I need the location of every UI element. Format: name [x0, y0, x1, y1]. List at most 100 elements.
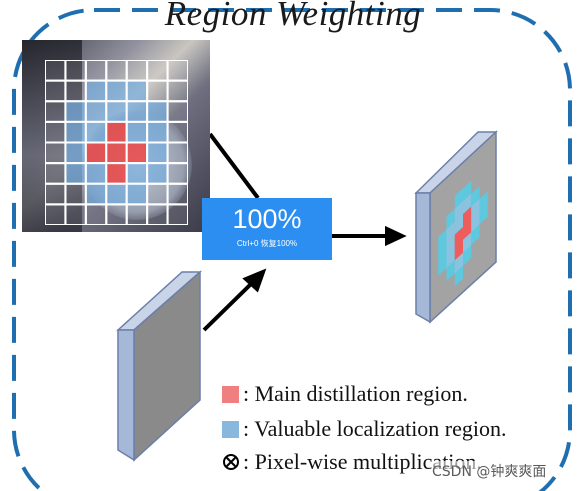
grid-cell	[84, 203, 108, 225]
weight-cell-cyan	[438, 229, 447, 250]
grid-cell-valuable	[84, 100, 108, 123]
weight-cell-cyan	[471, 185, 480, 207]
weight-cell-blue	[446, 247, 455, 269]
grid-cell	[166, 141, 188, 165]
arrow-feature-head	[242, 268, 267, 293]
grid-cell	[64, 60, 87, 82]
grid-cell	[166, 79, 188, 103]
grid-cell	[64, 79, 87, 103]
figure-title: Region Weighting	[164, 0, 422, 33]
output-feature-map	[414, 130, 498, 324]
grid-cell	[64, 182, 87, 206]
grid-cell-main	[105, 141, 128, 165]
grid-cell-main	[125, 141, 149, 165]
weight-cell-cyan	[446, 208, 455, 230]
dashed-frame	[12, 8, 572, 491]
grid-cell-valuable	[84, 182, 108, 206]
grid-cell	[45, 60, 67, 82]
grid-cell	[166, 100, 188, 123]
grid-cell-valuable	[125, 182, 149, 206]
grid-cell-main	[84, 141, 108, 165]
weight-cell-blue	[471, 198, 480, 220]
grid-cell-valuable	[146, 100, 169, 123]
grid-cell	[166, 182, 188, 206]
grid-cell	[45, 100, 67, 123]
arrows	[202, 132, 407, 332]
blue-swatch-icon	[222, 420, 239, 438]
weight-cell-blue	[446, 234, 455, 256]
grid-cell	[45, 141, 67, 165]
grid-cell	[166, 60, 188, 82]
grid-cell-valuable	[125, 120, 149, 144]
grid-cell-valuable	[84, 79, 108, 103]
grid-cell-valuable	[146, 162, 169, 185]
grid-cell-valuable	[125, 162, 149, 185]
grid-cell	[45, 79, 67, 103]
grid-cell	[125, 60, 149, 82]
grid-cell	[146, 60, 169, 82]
region-grid-overlay	[45, 60, 188, 225]
grid-cell	[146, 203, 169, 225]
weight-cell-blue	[454, 252, 463, 274]
weight-cell-cyan	[479, 191, 488, 212]
weight-cell-cyan	[446, 260, 455, 281]
grid-cell	[84, 60, 108, 82]
grid-cell-valuable	[105, 100, 128, 123]
weight-cell-blue	[471, 211, 480, 233]
weight-cell-cyan	[479, 204, 488, 225]
weight-cell-red	[463, 219, 472, 240]
input-feature-map	[116, 270, 202, 462]
grid-cell	[125, 203, 149, 225]
weight-cell-blue	[446, 221, 455, 243]
grid-cell-valuable	[64, 120, 87, 144]
grid-cell	[45, 203, 67, 225]
weight-cell-cyan	[454, 188, 463, 209]
grid-cell-valuable	[146, 120, 169, 144]
zoom-value: 100%	[232, 204, 302, 234]
grid-cell	[166, 120, 188, 144]
legend-valuable: : Valuable localization region.	[222, 416, 507, 442]
weight-cell-blue	[454, 214, 463, 235]
grid-cell-valuable	[146, 141, 169, 165]
grid-cell-valuable	[125, 79, 149, 103]
weight-cell-blue	[463, 193, 472, 215]
arrow-feature-to-op	[202, 279, 256, 332]
arrow-output-head	[385, 225, 407, 247]
zoom-reset-hint: Ctrl+0 恢复100%	[236, 239, 298, 248]
weight-cell-blue	[463, 232, 472, 253]
grid-cell-valuable	[125, 100, 149, 123]
grid-cell	[64, 203, 87, 225]
zoom-indicator-popup[interactable]: 100% Ctrl+0 恢复100%	[202, 198, 332, 260]
weight-cell-cyan	[463, 245, 472, 266]
grid-cell-valuable	[105, 79, 128, 103]
grid-cell	[166, 162, 188, 185]
red-swatch-icon	[222, 385, 239, 403]
weight-cell-blue	[454, 201, 463, 222]
legend-main: : Main distillation region.	[222, 381, 468, 407]
arrow-photo-to-op	[208, 132, 260, 200]
grid-cell-valuable	[64, 141, 87, 165]
weight-cell-red	[454, 227, 463, 248]
grid-cell	[146, 182, 169, 206]
grid-cell	[105, 60, 128, 82]
grid-cell	[45, 182, 67, 206]
watermark: CSDN @钟爽爽面	[432, 461, 547, 481]
weight-cell-cyan	[454, 265, 463, 287]
weight-cell-red	[454, 239, 463, 261]
weight-cell-cyan	[438, 255, 447, 276]
grid-cell-main	[105, 120, 128, 144]
legend-main-label: : Main distillation region.	[243, 381, 468, 406]
grid-cell-valuable	[64, 162, 87, 185]
grid-cell	[166, 203, 188, 225]
output-weight-map	[438, 180, 488, 287]
otimes-icon	[223, 454, 239, 470]
grid-cell-valuable	[105, 182, 128, 206]
weight-cell-cyan	[471, 224, 480, 246]
grid-cell-valuable	[64, 100, 87, 123]
grid-cell-valuable	[84, 162, 108, 185]
legend-valuable-label: : Valuable localization region.	[243, 416, 507, 441]
weight-cell-cyan	[438, 242, 447, 263]
grid-cell	[146, 79, 169, 103]
